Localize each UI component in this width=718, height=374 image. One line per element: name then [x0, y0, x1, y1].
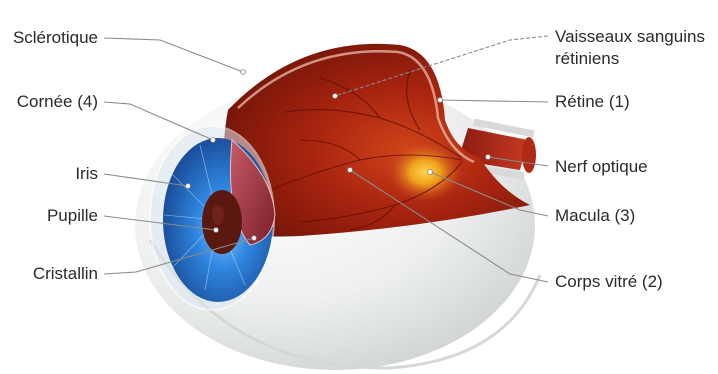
label-macula: Macula (3) [555, 206, 635, 225]
label-vaisseaux-line2: rétiniens [555, 49, 619, 68]
leader-sclerotique [104, 38, 243, 72]
label-nerf-optique: Nerf optique [555, 157, 648, 176]
label-cristallin: Cristallin [6, 264, 98, 283]
label-sclerotique: Sclérotique [6, 28, 98, 47]
label-retine: Rétine (1) [555, 92, 630, 111]
front-eye [150, 126, 275, 310]
label-iris: Iris [6, 164, 98, 183]
label-corps-vitre: Corps vitré (2) [555, 272, 663, 291]
label-vaisseaux-line1: Vaisseaux sanguins [555, 27, 705, 46]
label-cornee: Cornée (4) [6, 92, 98, 111]
leader-retine [440, 100, 548, 102]
label-pupille: Pupille [6, 206, 98, 225]
